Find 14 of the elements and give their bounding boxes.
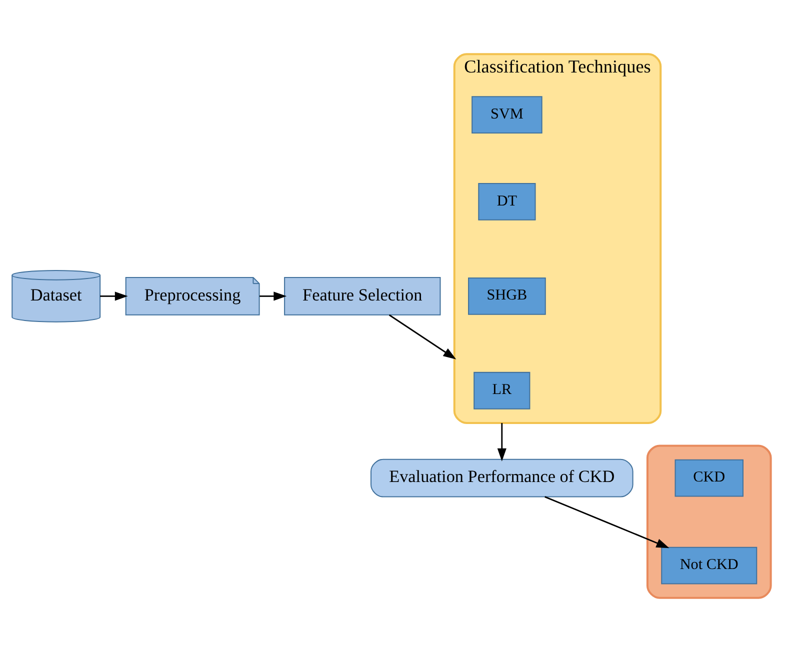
arrow [100,291,128,300]
cluster [646,444,772,598]
arrow [544,496,670,548]
arrow [260,291,287,300]
arrow [497,422,506,461]
node-box: LR [474,371,530,409]
node-box: SVM [472,96,542,133]
node-box: Feature Selection [284,276,441,315]
node-box: Not CKD [661,546,758,584]
arrow [388,314,456,359]
node-box: CKD [674,458,744,496]
node-box: DT [478,182,536,220]
node-box: Evaluation Performance of CKD [370,458,634,497]
node-box: SHGB [468,276,546,314]
